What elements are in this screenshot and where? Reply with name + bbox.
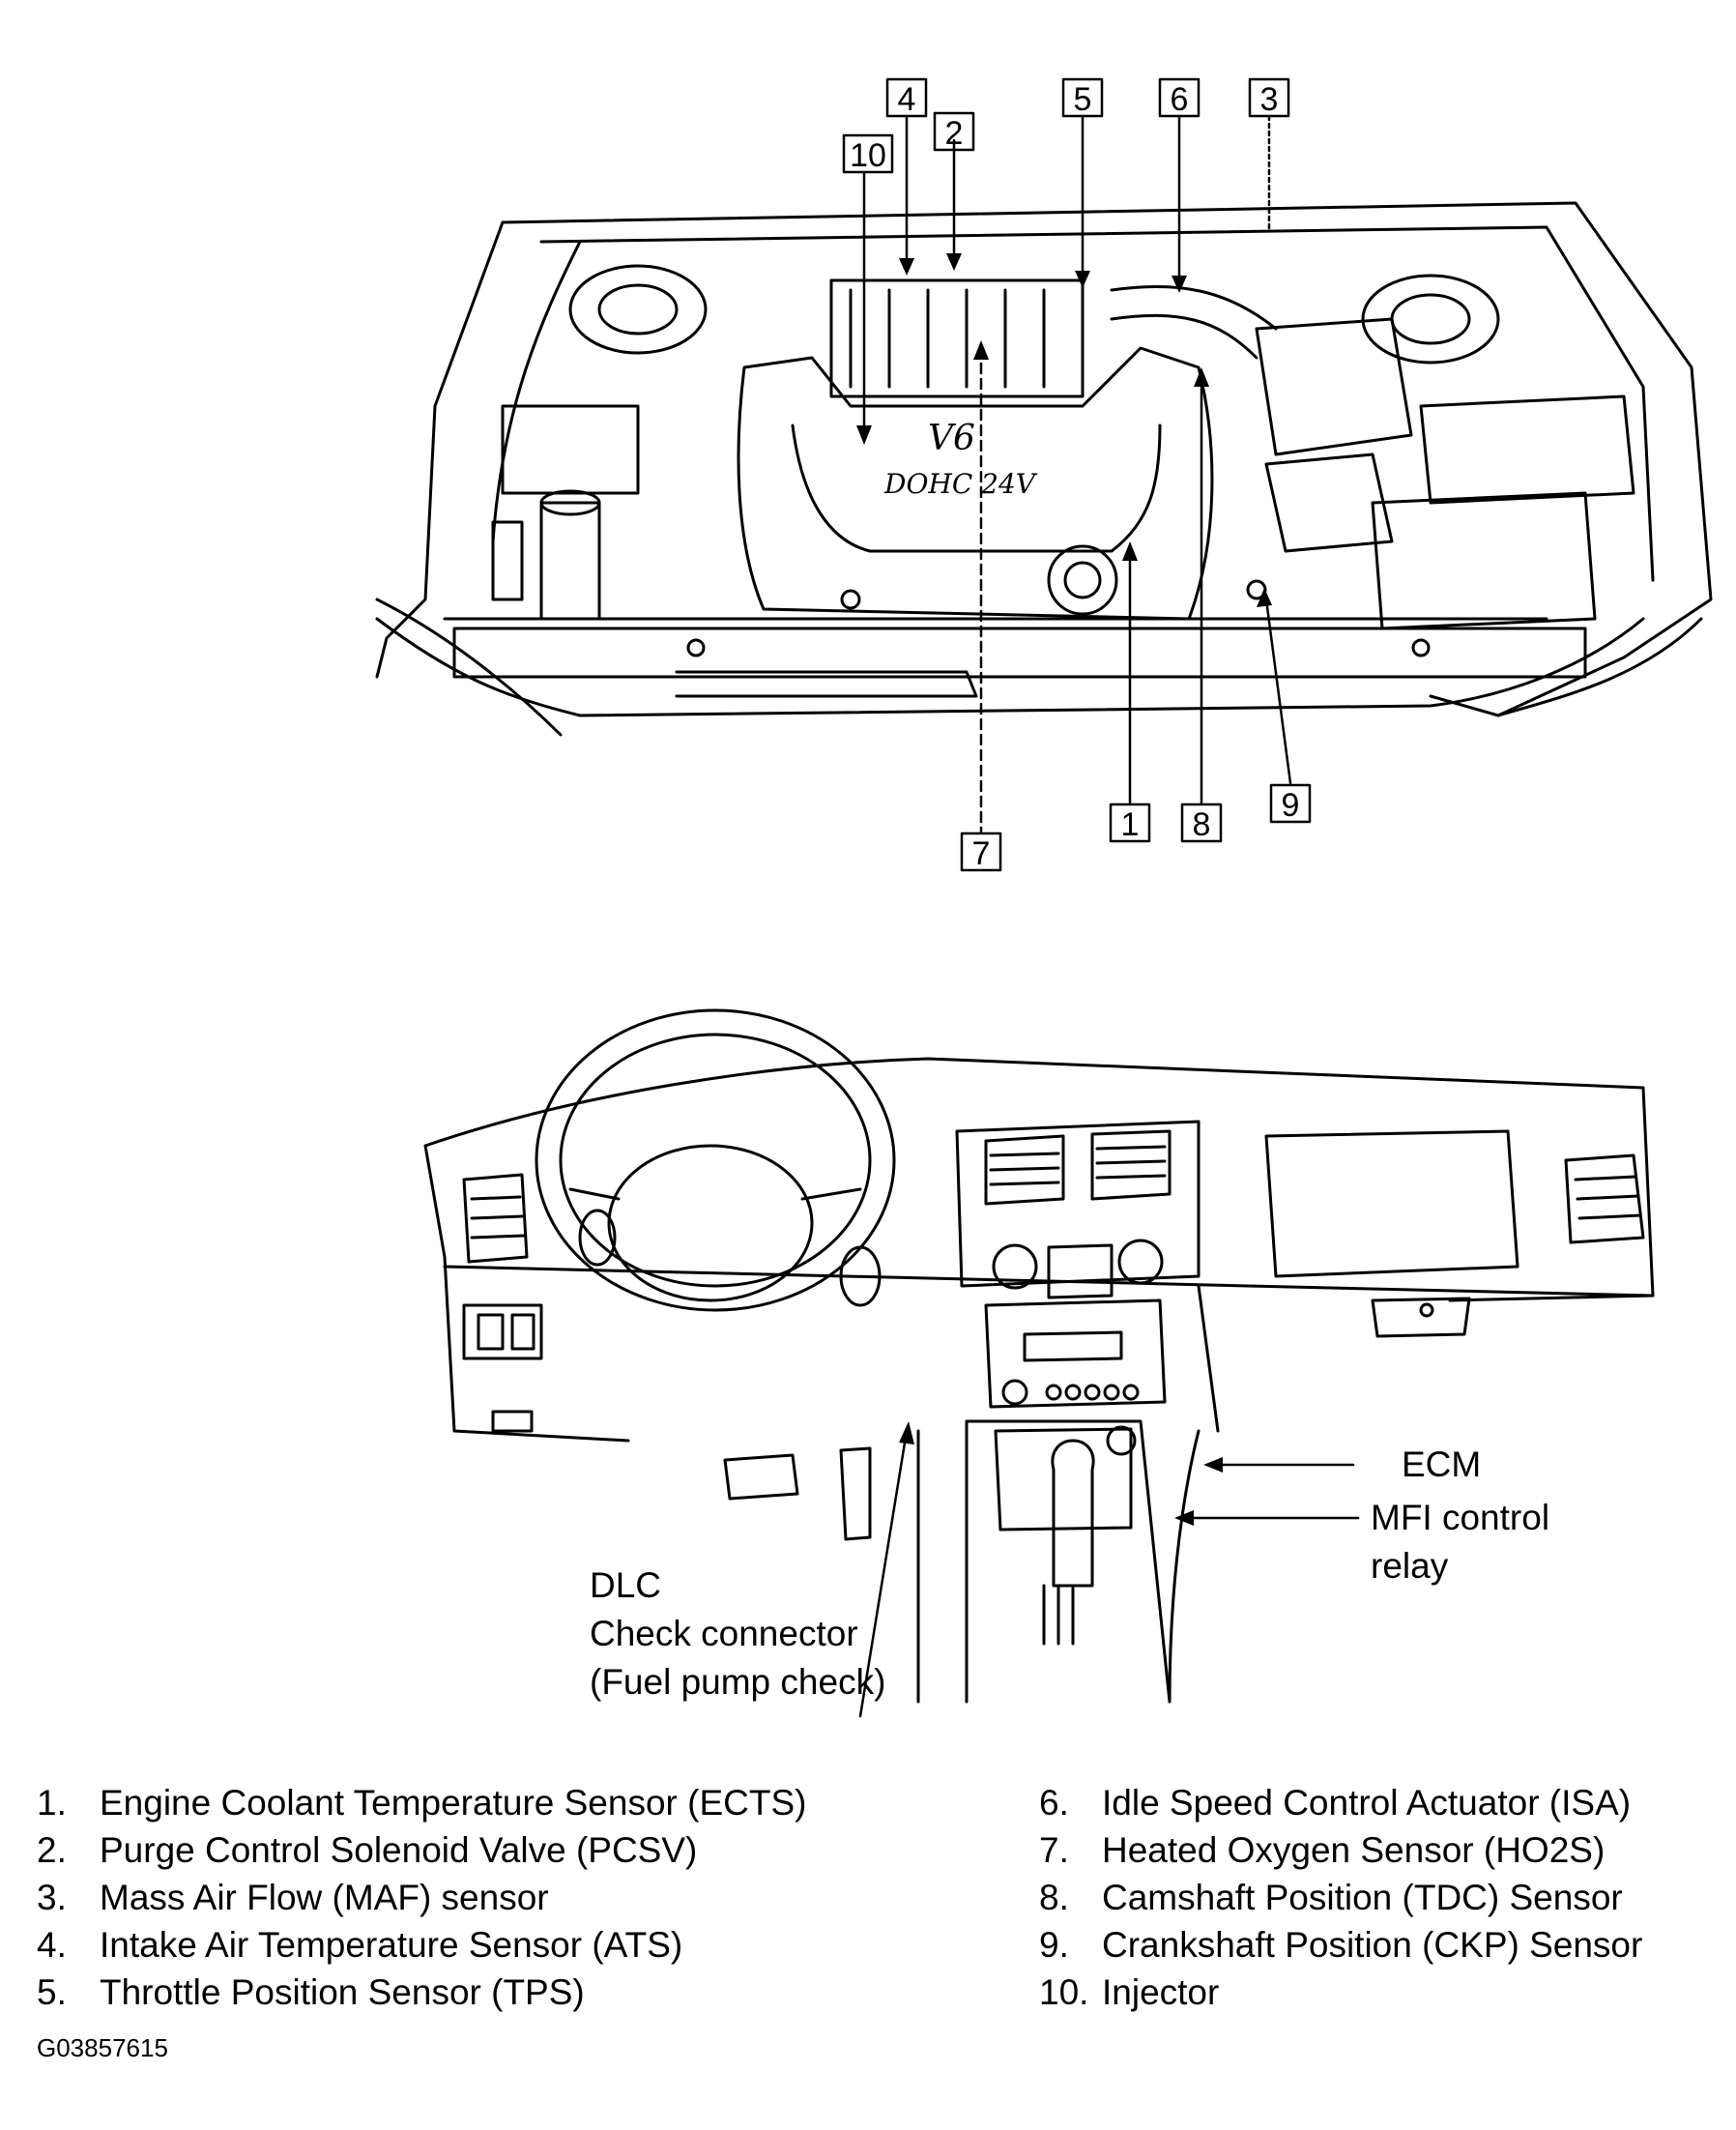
- callout-5: 5: [1061, 77, 1104, 118]
- legend-item: 4.Intake Air Temperature Sensor (ATS): [37, 1925, 683, 1965]
- svg-text:V6: V6: [928, 419, 975, 458]
- steering-wheel: [535, 1008, 896, 1312]
- dashboard-illustration: [423, 1008, 1655, 1704]
- ecm-label: ECM: [1402, 1444, 1482, 1484]
- dash-leader-lines: [858, 1429, 1360, 1718]
- mfi-relay-label: MFI control relay: [1371, 1494, 1549, 1590]
- legend-left: 1.Engine Coolant Temperature Sensor (ECT…: [37, 1779, 806, 2016]
- engine-leader-lines: [862, 114, 1292, 833]
- svg-text:6: 6: [1171, 81, 1189, 118]
- callout-1: 1: [1109, 802, 1151, 843]
- mfi-relay-line1: MFI control: [1371, 1498, 1550, 1537]
- svg-text:5: 5: [1074, 81, 1092, 118]
- figure-id: G03857615: [37, 2033, 168, 2062]
- legend-item: 1.Engine Coolant Temperature Sensor (ECT…: [37, 1783, 807, 1823]
- legend-item: 7.Heated Oxygen Sensor (HO2S): [1039, 1830, 1606, 1870]
- svg-text:2: 2: [945, 115, 964, 152]
- callout-10: 10: [842, 133, 894, 174]
- engine-bay-illustration: [375, 201, 1713, 737]
- svg-text:1: 1: [1121, 806, 1140, 843]
- dlc-line2: Check connector: [590, 1614, 858, 1653]
- dlc-label: DLC Check connector (Fuel pump check): [590, 1561, 885, 1707]
- svg-text:8: 8: [1193, 806, 1211, 843]
- legend-item: 8.Camshaft Position (TDC) Sensor: [1039, 1878, 1623, 1917]
- callout-9: 9: [1269, 783, 1312, 824]
- legend-item: 3.Mass Air Flow (MAF) sensor: [37, 1878, 549, 1917]
- legend-item: 10.Injector: [1039, 1972, 1220, 2012]
- engine-arrowheads: [856, 253, 1272, 607]
- callout-8: 8: [1180, 802, 1223, 843]
- legend-item: 2.Purge Control Solenoid Valve (PCSV): [37, 1830, 698, 1870]
- legend-item: 6.Idle Speed Control Actuator (ISA): [1039, 1783, 1632, 1823]
- callout-6: 6: [1158, 77, 1201, 118]
- legend-right: 6.Idle Speed Control Actuator (ISA) 7.He…: [1039, 1779, 1642, 2016]
- svg-text:7: 7: [972, 835, 991, 872]
- callout-3: 3: [1248, 77, 1290, 118]
- legend-item: 5.Throttle Position Sensor (TPS): [37, 1972, 585, 2012]
- svg-text:10: 10: [850, 137, 886, 174]
- engine-cover-lettering: V6 DOHC 24V: [883, 419, 1038, 500]
- svg-text:9: 9: [1282, 787, 1300, 824]
- svg-text:3: 3: [1260, 81, 1279, 118]
- legend-item: 9.Crankshaft Position (CKP) Sensor: [1039, 1925, 1643, 1965]
- svg-text:DOHC 24V: DOHC 24V: [883, 468, 1038, 500]
- callout-7: 7: [960, 832, 1002, 872]
- callout-4: 4: [885, 77, 928, 118]
- mfi-relay-line2: relay: [1371, 1546, 1449, 1586]
- dlc-line3: (Fuel pump check): [590, 1662, 886, 1702]
- svg-text:4: 4: [898, 81, 916, 118]
- callout-2: 2: [933, 111, 975, 152]
- dash-arrowheads: [899, 1421, 1223, 1526]
- dlc-line1: DLC: [590, 1565, 662, 1605]
- callout-boxes: 4 2 10 5 6 3 7 1 8 9: [842, 77, 1312, 872]
